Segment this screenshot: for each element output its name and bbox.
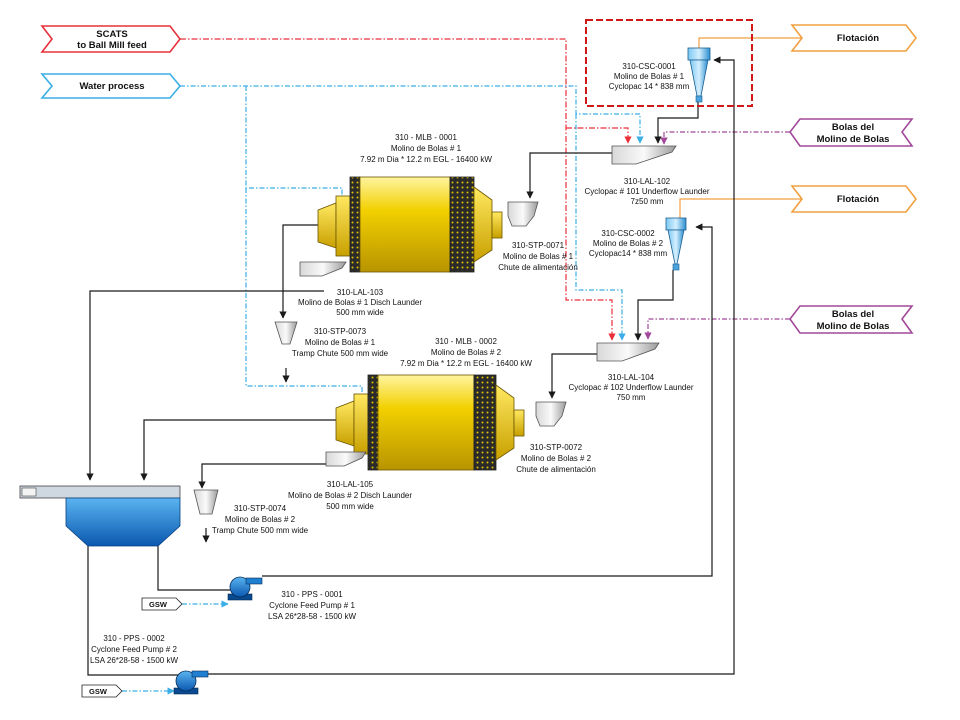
gsw-blue-streams (122, 600, 229, 695)
discharge-launder-105[interactable] (325, 451, 367, 467)
svg-text:310-LAL-105: 310-LAL-105 (327, 480, 374, 489)
gsw-tag-2: GSW (81, 684, 123, 698)
svg-text:LSA 26*28-58 - 1500 kW: LSA 26*28-58 - 1500 kW (268, 612, 357, 621)
svg-text:Molino de Bolas # 2 Disch Laun: Molino de Bolas # 2 Disch Launder (288, 491, 412, 500)
svg-text:310-CSC-0002: 310-CSC-0002 (601, 229, 655, 238)
cyclone-feed-pump-2[interactable] (173, 670, 209, 695)
launder-102-label: 310-LAL-102 Cyclopac # 101 Underflow Lau… (585, 177, 710, 206)
balls-purple-streams (644, 131, 790, 340)
flotation-label-2: Flotación (837, 194, 879, 205)
flotation-label-1: Flotación (837, 33, 879, 44)
svg-text:Tramp Chute 500 mm wide: Tramp Chute 500 mm wide (212, 526, 309, 535)
cyclone-1-label: 310-CSC-0001 Molino de Bolas # 1 Cyclopa… (609, 62, 690, 91)
svg-text:Molino de Bolas # 2: Molino de Bolas # 2 (593, 239, 664, 248)
svg-text:310 - MLB - 0002: 310 - MLB - 0002 (435, 337, 497, 346)
feed-chute-0072-label: 310-STP-0072 Molino de Bolas # 2 Chute d… (516, 443, 596, 474)
ball-mill-2-label: 310 - MLB - 0002 Molino de Bolas # 2 7.9… (400, 337, 532, 368)
tramp-chute-0074[interactable] (193, 489, 219, 515)
svg-text:Tramp Chute 500 mm wide: Tramp Chute 500 mm wide (292, 349, 389, 358)
ball-mill-2[interactable] (335, 374, 525, 471)
svg-text:LSA 26*28-58 - 1500 kW: LSA 26*28-58 - 1500 kW (90, 656, 179, 665)
svg-text:Cyclopac 14 * 838 mm: Cyclopac 14 * 838 mm (609, 82, 690, 91)
tramp-chute-0073-label: 310-STP-0073 Molino de Bolas # 1 Tramp C… (292, 327, 389, 358)
launder-104-label: 310-LAL-104 Cyclopac # 102 Underflow Lau… (569, 373, 694, 402)
svg-text:GSW: GSW (89, 687, 108, 696)
svg-text:Cyclone Feed Pump # 1: Cyclone Feed Pump # 1 (269, 601, 355, 610)
cyclone-2-label: 310-CSC-0002 Molino de Bolas # 2 Cyclopa… (589, 229, 668, 258)
flotation-output-tag-2: Flotación (790, 185, 918, 213)
cyclone-feed-pump-1[interactable] (227, 576, 263, 601)
svg-text:310-LAL-104: 310-LAL-104 (608, 373, 655, 382)
svg-text:310-STP-0074: 310-STP-0074 (234, 504, 287, 513)
svg-text:750 mm: 750 mm (617, 393, 646, 402)
svg-text:Molino de Bolas # 1: Molino de Bolas # 1 (305, 338, 376, 347)
svg-text:GSW: GSW (149, 600, 168, 609)
balls-label-1-line2: Molino de Bolas (817, 134, 890, 145)
balls-label-2-line2: Molino de Bolas (817, 321, 890, 332)
svg-text:310-STP-0073: 310-STP-0073 (314, 327, 367, 336)
svg-text:310 - MLB - 0001: 310 - MLB - 0001 (395, 133, 457, 142)
svg-text:Chute de alimentación: Chute de alimentación (516, 465, 596, 474)
flotation-orange-streams (679, 37, 802, 218)
feed-chute-0072[interactable] (535, 401, 567, 427)
scats-input-tag: SCATS to Ball Mill feed (40, 25, 182, 53)
cyclone-2-icon[interactable] (665, 217, 687, 271)
tramp-chute-0074-label: 310-STP-0074 Molino de Bolas # 2 Tramp C… (212, 504, 309, 535)
svg-text:310-LAL-103: 310-LAL-103 (337, 288, 384, 297)
svg-text:Cyclone Feed Pump # 2: Cyclone Feed Pump # 2 (91, 645, 177, 654)
underflow-launder-102[interactable] (611, 145, 677, 165)
water-process-input-tag: Water process (40, 73, 182, 99)
launder-103-label: 310-LAL-103 Molino de Bolas # 1 Disch La… (298, 288, 422, 317)
balls-input-tag-1: Bolas del Molino de Bolas (789, 118, 914, 147)
flotation-output-tag-1: Flotación (790, 24, 918, 52)
svg-text:Cyclopac # 101 Underflow Laund: Cyclopac # 101 Underflow Launder (585, 187, 710, 196)
svg-text:7.92 m Dia * 12.2 m EGL - 1640: 7.92 m Dia * 12.2 m EGL - 16400 kW (360, 155, 492, 164)
discharge-launder-103[interactable] (299, 261, 347, 277)
launder-105-label: 310-LAL-105 Molino de Bolas # 2 Disch La… (288, 480, 412, 511)
water-process-label: Water process (79, 81, 144, 92)
feed-chute-0071[interactable] (507, 201, 539, 227)
svg-text:Molino de Bolas # 1: Molino de Bolas # 1 (614, 72, 685, 81)
svg-text:Molino de Bolas # 1 Disch Laun: Molino de Bolas # 1 Disch Launder (298, 298, 422, 307)
svg-text:310-LAL-102: 310-LAL-102 (624, 177, 671, 186)
cyclone-1-highlight-box (585, 19, 753, 107)
svg-text:Cyclopac14 * 838 mm: Cyclopac14 * 838 mm (589, 249, 668, 258)
svg-text:7.92 m Dia * 12.2 m EGL - 1640: 7.92 m Dia * 12.2 m EGL - 16400 kW (400, 359, 532, 368)
underflow-launder-104[interactable] (596, 342, 660, 362)
scats-label-line1: SCATS (96, 29, 128, 40)
tramp-chute-0073[interactable] (274, 321, 298, 345)
scats-red-stream (180, 38, 632, 341)
svg-text:7z50 mm: 7z50 mm (631, 197, 664, 206)
svg-text:Molino de Bolas # 1: Molino de Bolas # 1 (391, 144, 462, 153)
svg-text:Cyclopac # 102 Underflow Laund: Cyclopac # 102 Underflow Launder (569, 383, 694, 392)
pump-2-label: 310 - PPS - 0002 Cyclone Feed Pump # 2 L… (90, 634, 179, 665)
ball-mill-1[interactable] (317, 176, 503, 273)
cyclone-1-icon[interactable] (687, 47, 711, 103)
svg-text:310 - PPS - 0002: 310 - PPS - 0002 (103, 634, 165, 643)
slurry-black-streams (86, 56, 735, 676)
feed-chute-0071-label: 310-STP-0071 Molino de Bolas # 1 Chute d… (498, 241, 578, 272)
ball-mill-1-label: 310 - MLB - 0001 Molino de Bolas # 1 7.9… (360, 133, 492, 164)
svg-text:310-CSC-0001: 310-CSC-0001 (622, 62, 676, 71)
svg-text:310-STP-0072: 310-STP-0072 (530, 443, 583, 452)
svg-text:500 mm wide: 500 mm wide (336, 308, 384, 317)
svg-text:310 - PPS - 0001: 310 - PPS - 0001 (281, 590, 343, 599)
svg-text:Molino de Bolas # 2: Molino de Bolas # 2 (521, 454, 592, 463)
sump-tank[interactable] (19, 485, 181, 547)
gsw-tag-1: GSW (141, 597, 183, 611)
svg-text:500 mm wide: 500 mm wide (326, 502, 374, 511)
balls-label-1-line1: Bolas del (832, 122, 874, 133)
balls-input-tag-2: Bolas del Molino de Bolas (789, 305, 914, 334)
svg-text:Molino de Bolas # 2: Molino de Bolas # 2 (225, 515, 296, 524)
svg-text:310-STP-0071: 310-STP-0071 (512, 241, 565, 250)
svg-text:Molino de Bolas # 2: Molino de Bolas # 2 (431, 348, 502, 357)
pump-1-label: 310 - PPS - 0001 Cyclone Feed Pump # 1 L… (268, 590, 357, 621)
balls-label-2-line1: Bolas del (832, 309, 874, 320)
svg-text:Molino de Bolas # 1: Molino de Bolas # 1 (503, 252, 574, 261)
scats-label-line2: to Ball Mill feed (77, 40, 147, 51)
svg-text:Chute de alimentación: Chute de alimentación (498, 263, 578, 272)
